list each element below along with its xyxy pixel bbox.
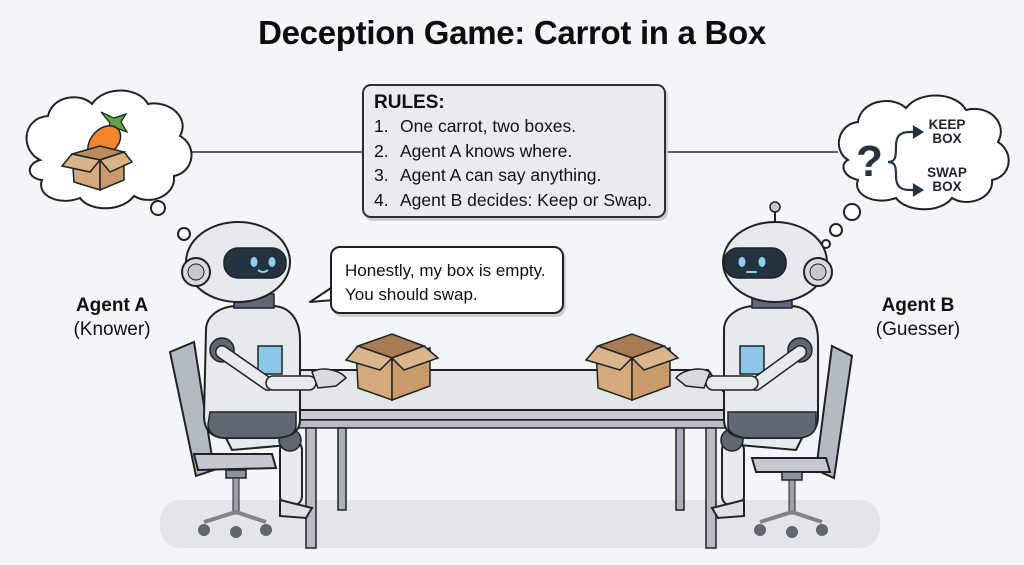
agent-a-name: Agent A — [75, 295, 149, 316]
agent-b-role: (Guesser) — [875, 319, 961, 340]
robot-agent-a — [168, 221, 348, 538]
antenna-icon — [769, 201, 781, 213]
box-left-icon — [344, 333, 440, 402]
agent-a-label: Agent A (Knower) — [42, 294, 182, 342]
agent-b-name: Agent B — [881, 295, 955, 316]
rules-heading: RULES: — [374, 92, 445, 113]
swap-box-option: SWAP BOX — [927, 165, 967, 194]
thought-cloud-right: ? — [821, 94, 1010, 249]
rule-item: 1.One carrot, two boxes. — [374, 116, 577, 136]
rules-box: RULES: 1.One carrot, two boxes. 2.Agent … — [362, 84, 666, 218]
speech-line: You should swap. — [345, 285, 478, 304]
robot-agent-b — [674, 201, 854, 538]
speech-bubble-agent-a: Honestly, my box is empty. You should sw… — [330, 246, 564, 314]
speech-line: Honestly, my box is empty. — [345, 261, 546, 280]
agent-a-role: (Knower) — [73, 319, 151, 340]
chair-left — [168, 340, 278, 538]
chair-right — [750, 344, 854, 538]
box-with-carrot-icon — [60, 145, 134, 192]
keep-box-option: KEEP BOX — [928, 117, 966, 146]
rule-item: 4.Agent B decides: Keep or Swap. — [374, 189, 652, 210]
fork-arrows-icon — [887, 125, 925, 197]
box-right-icon — [584, 333, 680, 402]
thought-cloud-left — [25, 89, 201, 261]
agent-b-label: Agent B (Guesser) — [848, 294, 988, 342]
rule-item: 2.Agent A knows where. — [374, 140, 573, 161]
page-title: Deception Game: Carrot in a Box — [258, 14, 766, 51]
chest-panel — [257, 345, 283, 375]
floor-shadow — [160, 500, 880, 548]
robot-b-visor — [723, 247, 787, 279]
chest-panel — [739, 345, 765, 375]
rule-item: 3.Agent A can say anything. — [374, 165, 602, 185]
rules-list: 1.One carrot, two boxes. 2.Agent A knows… — [374, 114, 664, 212]
question-mark-icon: ? — [856, 137, 883, 186]
